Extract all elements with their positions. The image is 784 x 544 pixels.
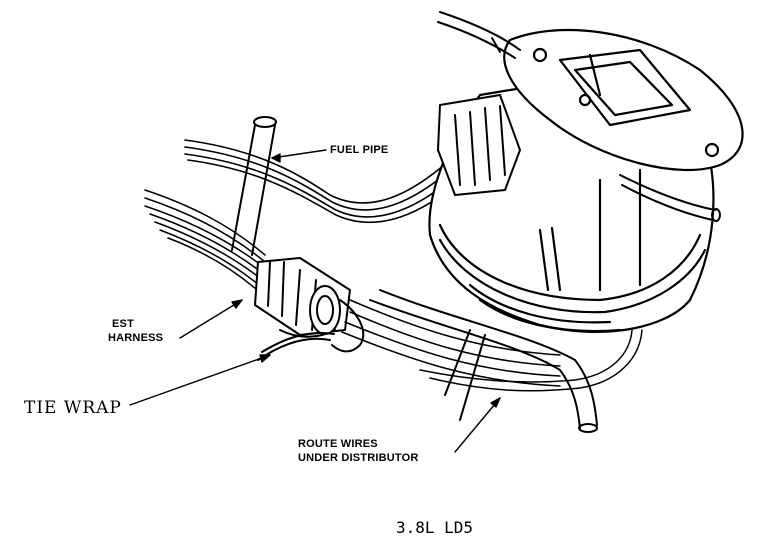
tie-wrap-label: TIE WRAP: [24, 398, 122, 418]
fuel-pipe-label: FUEL PIPE: [330, 144, 389, 156]
est-harness-label-line1: EST: [112, 318, 134, 330]
fuel-line: [369, 289, 598, 433]
route-wires-label-line1: ROUTE WIRES: [298, 438, 378, 450]
upper-wire-bundle: [184, 139, 465, 224]
bracket-legs: [444, 329, 486, 421]
fuel-pipe: [231, 116, 277, 256]
cap-wire: [437, 11, 521, 59]
distributor-cap: [503, 28, 744, 172]
distributor-connector: [437, 94, 521, 196]
engine-caption: 3.8L LD5: [396, 518, 474, 537]
harness-lower-run: [341, 299, 643, 392]
harness-connector: [254, 257, 351, 338]
right-rod: [619, 174, 721, 222]
est-harness-wires: [144, 189, 266, 298]
callout-leaders: [129, 149, 501, 453]
route-wires-label-line2: UNDER DISTRIBUTOR: [298, 452, 419, 464]
est-harness-label-line2: HARNESS: [108, 332, 164, 344]
